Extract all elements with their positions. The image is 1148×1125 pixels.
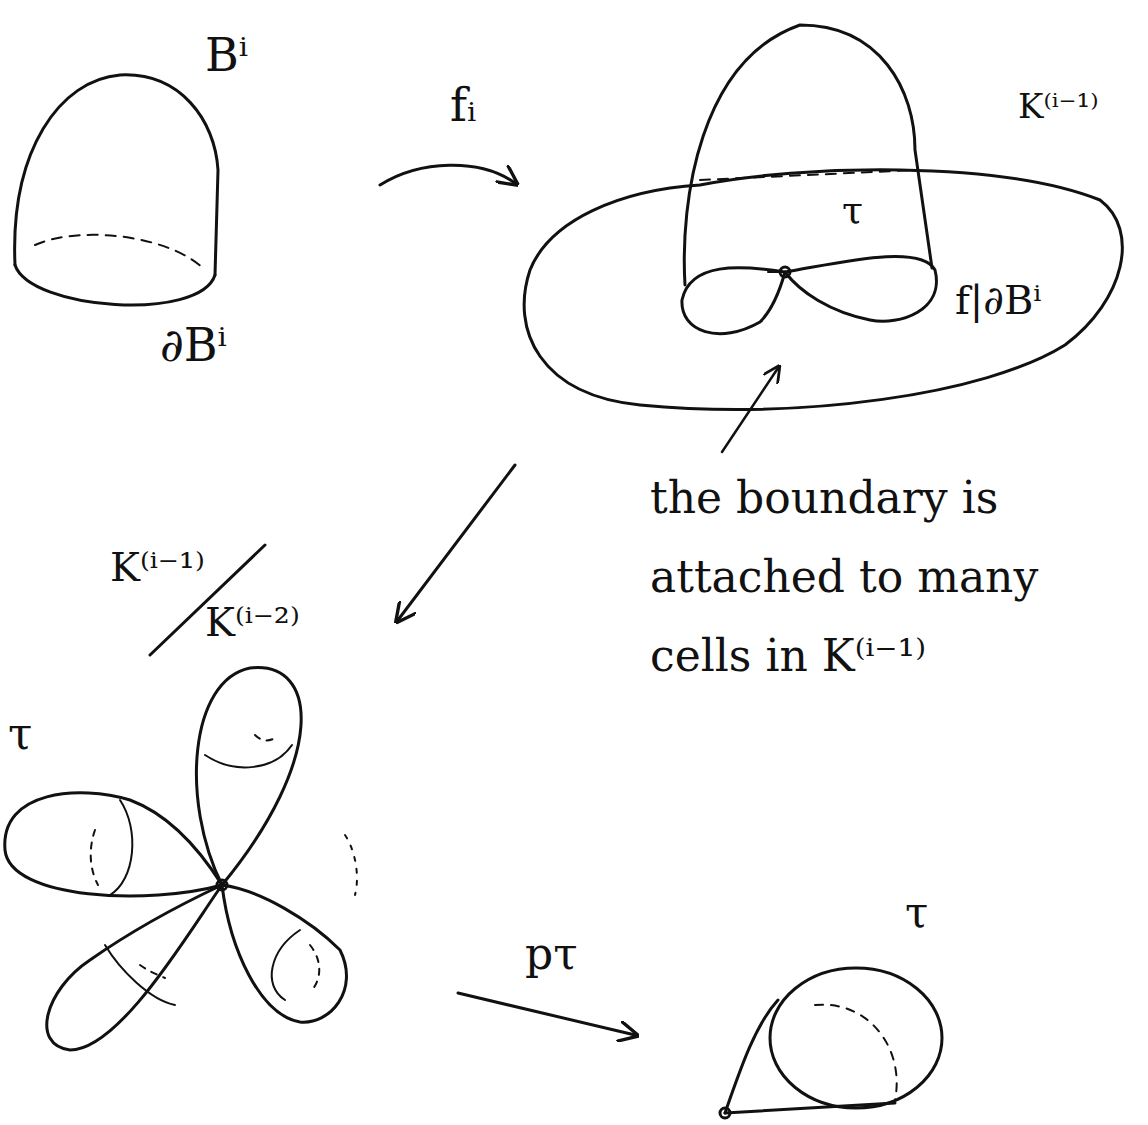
quotient-arrow bbox=[398, 465, 515, 620]
cell-label: τ bbox=[842, 190, 863, 232]
sphere-equator bbox=[272, 930, 300, 1000]
boundary-label: ∂Bⁱ bbox=[160, 320, 227, 371]
quotient-denominator: K⁽ⁱ⁻²⁾ bbox=[205, 600, 300, 644]
projection-label: pτ bbox=[525, 930, 578, 978]
ball-label: Bⁱ bbox=[205, 30, 248, 81]
sphere-stalk bbox=[725, 1000, 778, 1113]
quotient-numerator: K⁽ⁱ⁻¹⁾ bbox=[110, 545, 205, 589]
note: the boundary is attached to many cells i… bbox=[650, 458, 1130, 696]
sphere bbox=[770, 968, 942, 1108]
sphere-equator bbox=[140, 965, 165, 978]
sphere-equator bbox=[110, 800, 132, 895]
complex-label: K⁽ⁱ⁻¹⁾ bbox=[1018, 88, 1099, 125]
leader-arrow bbox=[722, 368, 778, 452]
basepoint bbox=[720, 1108, 730, 1118]
cell-label: τ bbox=[8, 710, 32, 758]
sphere-equator bbox=[310, 945, 319, 990]
boundary-lobe bbox=[682, 268, 785, 334]
ball-back-edge bbox=[35, 235, 205, 270]
projection-arrow bbox=[458, 993, 635, 1035]
restriction-label: f|∂Bⁱ bbox=[955, 278, 1041, 322]
basepoint bbox=[217, 880, 227, 890]
sphere-petal bbox=[222, 885, 346, 1022]
cell-label: τ bbox=[905, 890, 928, 936]
cell-back-edge bbox=[700, 170, 915, 180]
attached-cell bbox=[684, 25, 932, 285]
tick bbox=[768, 271, 785, 273]
boundary-lobe bbox=[785, 256, 936, 321]
ball-outline bbox=[15, 75, 218, 275]
map-arrow bbox=[380, 165, 515, 185]
sphere-stalk bbox=[725, 1103, 895, 1113]
sphere-equator bbox=[255, 735, 278, 740]
ball-base bbox=[15, 265, 215, 305]
sphere-equator bbox=[205, 745, 292, 767]
sphere-equator bbox=[91, 830, 98, 885]
sphere-equator bbox=[105, 945, 175, 1005]
sphere-petal bbox=[196, 668, 301, 885]
sphere-petal bbox=[5, 793, 222, 896]
sphere-petal bbox=[47, 885, 222, 1050]
sphere-equator bbox=[815, 1005, 897, 1100]
complex-region bbox=[524, 170, 1122, 409]
map-label: fᵢ bbox=[450, 80, 476, 131]
basepoint bbox=[780, 267, 790, 277]
dots bbox=[345, 835, 357, 895]
